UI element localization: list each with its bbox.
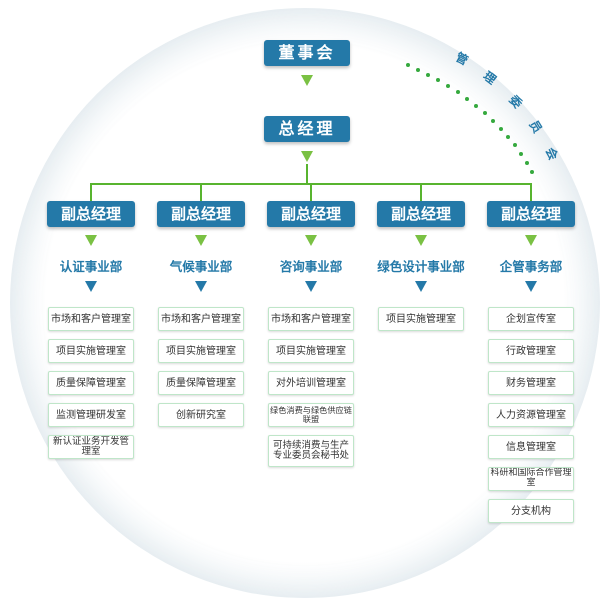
board-box: 董事会	[264, 40, 350, 66]
office-box: 项目实施管理室	[378, 307, 464, 331]
arrow-down-icon	[415, 281, 427, 292]
office-list: 市场和客户管理室 项目实施管理室 对外培训管理室 绿色消费与绿色供应链联盟 可持…	[268, 307, 354, 475]
arrow-down-icon	[301, 151, 313, 162]
office-box: 项目实施管理室	[268, 339, 354, 363]
connector-line	[310, 183, 312, 201]
office-box: 人力资源管理室	[488, 403, 574, 427]
connector-line	[306, 164, 308, 184]
department-label: 气候事业部	[169, 259, 233, 274]
vice-president-box: 副总经理	[157, 201, 245, 227]
office-box: 监测管理研发室	[48, 403, 134, 427]
department-label: 认证事业部	[59, 259, 123, 274]
office-box: 质量保障管理室	[48, 371, 134, 395]
vice-president-box: 副总经理	[47, 201, 135, 227]
connector-line	[530, 183, 532, 201]
connector-line	[420, 183, 422, 201]
department-label: 绿色设计事业部	[377, 259, 465, 274]
arrow-down-icon	[85, 235, 97, 246]
office-box: 可持续消费与生产 专业委员会秘书处	[268, 435, 354, 467]
office-list: 企划宣传室 行政管理室 财务管理室 人力资源管理室 信息管理室 科研和国际合作管…	[488, 307, 574, 531]
office-box: 科研和国际合作管理室	[488, 467, 574, 491]
office-box: 创新研究室	[158, 403, 244, 427]
arrow-down-icon	[305, 281, 317, 292]
office-box: 对外培训管理室	[268, 371, 354, 395]
arrow-down-icon	[85, 281, 97, 292]
office-box: 市场和客户管理室	[48, 307, 134, 331]
office-box: 市场和客户管理室	[268, 307, 354, 331]
vice-president-box: 副总经理	[377, 201, 465, 227]
connector-line	[90, 183, 92, 201]
office-box: 绿色消费与绿色供应链联盟	[268, 403, 354, 427]
connector-line	[200, 183, 202, 201]
office-box: 信息管理室	[488, 435, 574, 459]
office-box: 新认证业务开发管理室	[48, 435, 134, 459]
office-box: 财务管理室	[488, 371, 574, 395]
vice-president-box: 副总经理	[267, 201, 355, 227]
arrow-down-icon	[195, 235, 207, 246]
arrow-down-icon	[305, 235, 317, 246]
general-manager-box: 总经理	[264, 116, 350, 142]
office-box: 项目实施管理室	[48, 339, 134, 363]
office-box: 行政管理室	[488, 339, 574, 363]
office-box: 企划宣传室	[488, 307, 574, 331]
office-list: 市场和客户管理室 项目实施管理室 质量保障管理室 监测管理研发室 新认证业务开发…	[48, 307, 134, 467]
arrow-down-icon	[525, 281, 537, 292]
office-box: 质量保障管理室	[158, 371, 244, 395]
arrow-down-icon	[415, 235, 427, 246]
arrow-down-icon	[525, 235, 537, 246]
office-list: 项目实施管理室	[378, 307, 464, 339]
vice-president-box: 副总经理	[487, 201, 575, 227]
office-list: 市场和客户管理室 项目实施管理室 质量保障管理室 创新研究室	[158, 307, 244, 435]
office-box: 分支机构	[488, 499, 574, 523]
arrow-down-icon	[301, 75, 313, 86]
office-box: 项目实施管理室	[158, 339, 244, 363]
department-label: 企管事务部	[499, 259, 563, 274]
office-box: 市场和客户管理室	[158, 307, 244, 331]
department-label: 咨询事业部	[279, 259, 343, 274]
arrow-down-icon	[195, 281, 207, 292]
